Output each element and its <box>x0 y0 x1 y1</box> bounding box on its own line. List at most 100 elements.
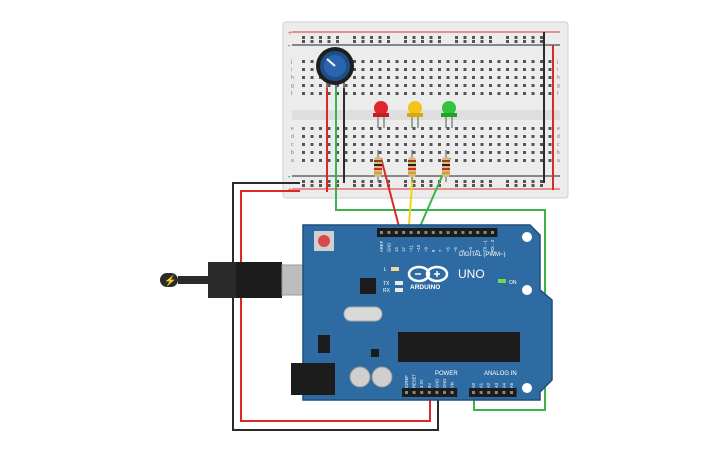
rail-hole[interactable] <box>370 36 373 39</box>
breadboard-hole[interactable] <box>302 84 305 87</box>
breadboard-hole[interactable] <box>302 135 305 138</box>
breadboard-hole[interactable] <box>455 127 458 130</box>
header-pin[interactable] <box>472 391 475 394</box>
breadboard-hole[interactable] <box>548 159 552 162</box>
header-pin[interactable] <box>443 391 446 394</box>
breadboard-hole[interactable] <box>548 68 552 71</box>
led-yellow[interactable] <box>407 101 423 128</box>
breadboard-hole[interactable] <box>463 135 467 138</box>
breadboard-hole[interactable] <box>353 68 356 71</box>
header-pin[interactable] <box>461 231 465 234</box>
breadboard-hole[interactable] <box>412 127 416 130</box>
breadboard-hole[interactable] <box>472 135 475 138</box>
breadboard-hole[interactable] <box>412 84 416 87</box>
rail-hole[interactable] <box>523 40 526 43</box>
rail-hole[interactable] <box>480 40 484 43</box>
breadboard-hole[interactable] <box>387 84 390 87</box>
rail-hole[interactable] <box>387 40 390 43</box>
breadboard-hole[interactable] <box>463 76 467 79</box>
breadboard-hole[interactable] <box>523 151 526 154</box>
rail-hole[interactable] <box>412 40 416 43</box>
rail-hole[interactable] <box>523 184 526 187</box>
breadboard-hole[interactable] <box>404 151 407 154</box>
breadboard-hole[interactable] <box>319 135 322 138</box>
rail-hole[interactable] <box>506 40 509 43</box>
header-pin[interactable] <box>412 391 416 394</box>
breadboard-hole[interactable] <box>463 143 467 146</box>
breadboard-hole[interactable] <box>302 92 305 95</box>
rail-hole[interactable] <box>472 40 475 43</box>
rail-hole[interactable] <box>310 36 314 39</box>
breadboard-hole[interactable] <box>540 159 543 162</box>
rail-hole[interactable] <box>336 180 339 183</box>
breadboard-hole[interactable] <box>514 68 518 71</box>
breadboard-hole[interactable] <box>472 68 475 71</box>
breadboard-hole[interactable] <box>336 92 339 95</box>
header-pin[interactable] <box>487 391 491 394</box>
rail-hole[interactable] <box>319 180 322 183</box>
breadboard-hole[interactable] <box>327 92 331 95</box>
breadboard-hole[interactable] <box>412 151 416 154</box>
led-red[interactable] <box>373 101 389 128</box>
breadboard-hole[interactable] <box>336 135 339 138</box>
breadboard-hole[interactable] <box>302 60 305 63</box>
power-wire[interactable] <box>240 190 431 422</box>
header-pin[interactable] <box>431 231 435 234</box>
breadboard-hole[interactable] <box>446 151 450 154</box>
header-pin[interactable] <box>446 231 450 234</box>
header-pin[interactable] <box>427 391 431 394</box>
rail-hole[interactable] <box>523 180 526 183</box>
rail-hole[interactable] <box>463 36 467 39</box>
breadboard-hole[interactable] <box>421 92 424 95</box>
rail-hole[interactable] <box>336 40 339 43</box>
breadboard-hole[interactable] <box>387 60 390 63</box>
breadboard-hole[interactable] <box>319 143 322 146</box>
rail-hole[interactable] <box>472 36 475 39</box>
breadboard-hole[interactable] <box>531 68 535 71</box>
led-green[interactable] <box>441 101 457 128</box>
rail-hole[interactable] <box>523 36 526 39</box>
breadboard-hole[interactable] <box>506 159 509 162</box>
rail-hole[interactable] <box>421 184 424 187</box>
breadboard-hole[interactable] <box>548 143 552 146</box>
breadboard-hole[interactable] <box>472 127 475 130</box>
breadboard-hole[interactable] <box>497 127 501 130</box>
breadboard-hole[interactable] <box>523 159 526 162</box>
breadboard-hole[interactable] <box>523 60 526 63</box>
breadboard-hole[interactable] <box>310 68 314 71</box>
rail-hole[interactable] <box>378 36 382 39</box>
breadboard-hole[interactable] <box>472 76 475 79</box>
breadboard-hole[interactable] <box>446 92 450 95</box>
rail-hole[interactable] <box>429 36 433 39</box>
rail-hole[interactable] <box>319 40 322 43</box>
breadboard-hole[interactable] <box>531 151 535 154</box>
breadboard-hole[interactable] <box>446 143 450 146</box>
breadboard-hole[interactable] <box>480 84 484 87</box>
header-pin[interactable] <box>502 391 506 394</box>
breadboard-hole[interactable] <box>438 76 441 79</box>
rail-hole[interactable] <box>438 40 441 43</box>
breadboard-hole[interactable] <box>302 127 305 130</box>
breadboard-hole[interactable] <box>395 76 399 79</box>
breadboard-hole[interactable] <box>489 68 492 71</box>
breadboard-hole[interactable] <box>489 159 492 162</box>
breadboard-hole[interactable] <box>327 151 331 154</box>
breadboard-hole[interactable] <box>463 68 467 71</box>
breadboard-hole[interactable] <box>310 127 314 130</box>
rail-hole[interactable] <box>455 40 458 43</box>
breadboard-hole[interactable] <box>523 84 526 87</box>
breadboard-hole[interactable] <box>404 60 407 63</box>
rail-hole[interactable] <box>353 184 356 187</box>
breadboard-hole[interactable] <box>361 143 365 146</box>
breadboard-hole[interactable] <box>429 68 433 71</box>
rail-hole[interactable] <box>361 36 365 39</box>
rail-hole[interactable] <box>514 40 518 43</box>
breadboard-hole[interactable] <box>404 143 407 146</box>
breadboard-hole[interactable] <box>395 60 399 63</box>
rail-hole[interactable] <box>540 36 543 39</box>
rail-hole[interactable] <box>531 184 535 187</box>
breadboard-hole[interactable] <box>412 68 416 71</box>
breadboard-hole[interactable] <box>514 143 518 146</box>
breadboard-hole[interactable] <box>523 143 526 146</box>
